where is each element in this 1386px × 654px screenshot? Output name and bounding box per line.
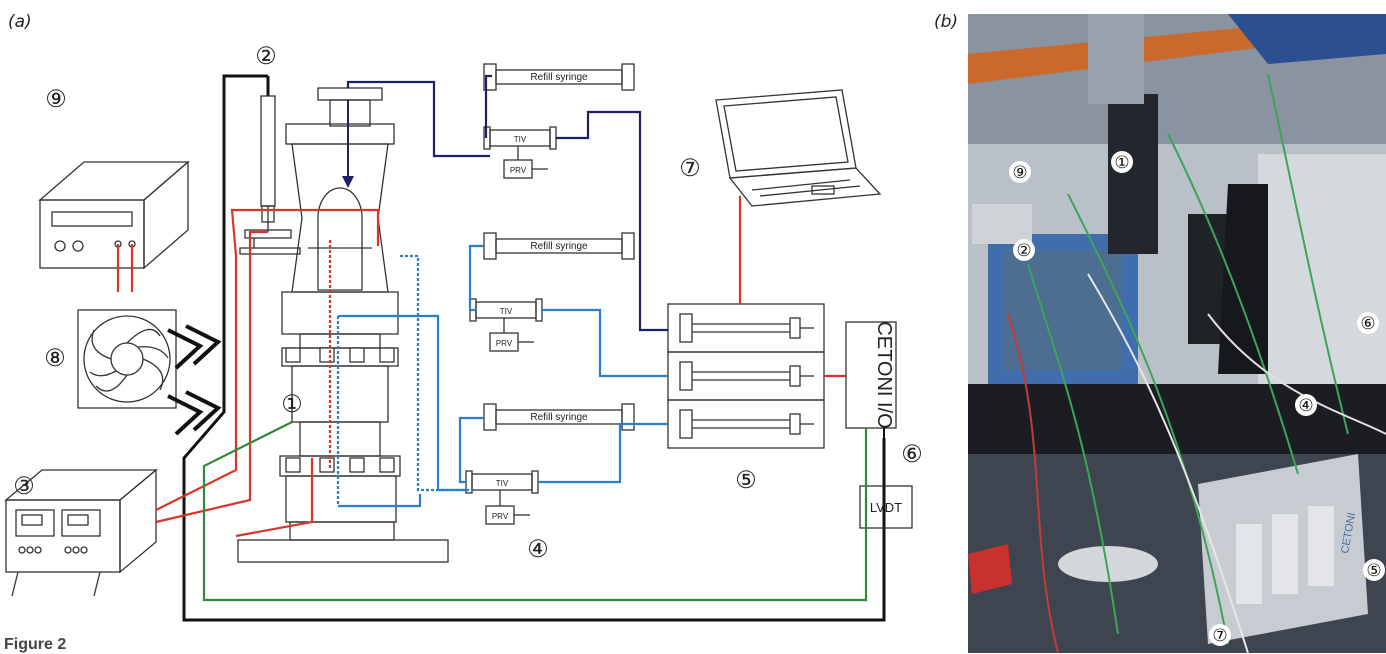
tiv-label-3: TIV: [496, 479, 509, 488]
label-4: ④: [527, 536, 549, 563]
prv-valve-3: [485, 490, 530, 525]
fan: [77, 309, 177, 409]
refill-syringe-1: [483, 63, 635, 91]
photo-scene: CETONI ① ② ⑨ ④ ⑥ ⑤ ⑦: [968, 14, 1386, 653]
blue-line: [468, 244, 484, 312]
label-9: ⑨: [45, 86, 67, 113]
apparatus-photo: CETONI ① ② ⑨ ④ ⑥ ⑤ ⑦: [968, 14, 1386, 653]
photo-label-6: ⑥: [1360, 314, 1375, 333]
displacement-gauge: [239, 95, 301, 255]
prv-valve-2: [489, 318, 534, 352]
airflow-arrows: [167, 324, 222, 436]
prv-label-2: PRV: [496, 339, 513, 348]
navy-line: [346, 80, 490, 158]
label-8: ⑧: [44, 345, 66, 372]
photo-label-4: ④: [1298, 396, 1313, 415]
prv-label-1: PRV: [510, 166, 527, 175]
tiv-label-1: TIV: [514, 135, 527, 144]
prv-label-3: PRV: [492, 512, 509, 521]
figure-caption: Figure 2: [4, 636, 67, 653]
power-supply: [38, 160, 190, 270]
label-6: ⑥: [901, 441, 923, 468]
prv-valve-1: [503, 146, 548, 179]
label-1: ①: [281, 391, 303, 418]
label-7: ⑦: [679, 155, 701, 182]
apparatus-schematic: Refill syringe Refill syringe Refill syr…: [4, 43, 923, 622]
lvdt-box: [859, 485, 913, 529]
photo-label-5: ⑤: [1366, 561, 1381, 580]
label-2: ②: [255, 43, 277, 70]
panel-a-label: (a): [8, 12, 32, 32]
tiv-label-2: TIV: [500, 307, 513, 316]
label-3: ③: [13, 473, 35, 500]
green-line: [202, 421, 293, 580]
refill-syringe-label-1: Refill syringe: [530, 72, 588, 83]
refill-syringe-label-2: Refill syringe: [530, 241, 588, 252]
panel-b-label: (b): [934, 12, 959, 32]
temperature-controller: [4, 468, 158, 597]
syringe-pumps: [667, 303, 825, 449]
frame-line: [182, 74, 886, 622]
label-5: ⑤: [735, 467, 757, 494]
photo-label-9: ⑨: [1012, 163, 1027, 182]
press-cell: [237, 87, 449, 563]
laptop: [715, 89, 882, 207]
photo-label-1: ①: [1114, 153, 1129, 172]
refill-syringe-label-3: Refill syringe: [530, 412, 588, 423]
lvdt-label: LVDT: [870, 500, 902, 515]
photo-label-2: ②: [1016, 241, 1031, 260]
photo-label-7: ⑦: [1212, 626, 1227, 645]
cetoni-io-label: CETONI I/O: [873, 321, 895, 428]
